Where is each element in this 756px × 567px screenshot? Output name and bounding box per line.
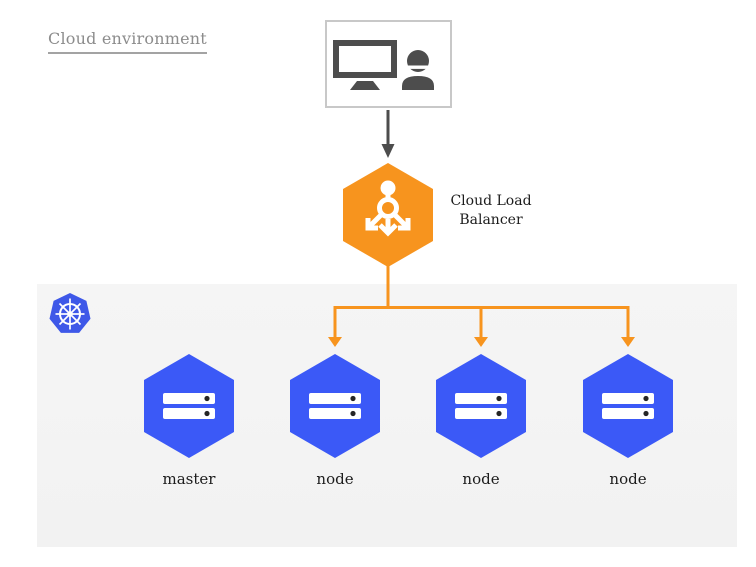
cluster-node-3: [583, 354, 673, 458]
client-to-lb-arrow: [381, 110, 395, 158]
kubernetes-logo-icon: [49, 293, 91, 333]
cluster-node-1: [290, 354, 380, 458]
node-label-2: node: [462, 470, 500, 488]
server-hexagon-icon: [602, 393, 654, 419]
cluster-node-master: [144, 354, 234, 458]
node-label-1: node: [316, 470, 354, 488]
page-title: Cloud environment: [48, 29, 207, 54]
workstation-user-icon: [333, 40, 434, 90]
cluster-node-2: [436, 354, 526, 458]
server-hexagon-icon: [309, 393, 361, 419]
server-hexagon-icon: [455, 393, 507, 419]
load-balancer-label: Cloud Load Balancer: [445, 192, 537, 230]
lb-to-nodes-connectors: [328, 262, 635, 347]
client-workstation-box: [325, 20, 452, 108]
load-balancer-node: [343, 163, 433, 267]
server-hexagon-icon: [163, 393, 215, 419]
load-balancer-icon: [365, 180, 411, 237]
node-label-master: master: [162, 470, 216, 488]
node-label-3: node: [609, 470, 647, 488]
load-balancer-label-line1: Cloud Load: [450, 193, 532, 209]
load-balancer-label-line2: Balancer: [459, 212, 523, 228]
